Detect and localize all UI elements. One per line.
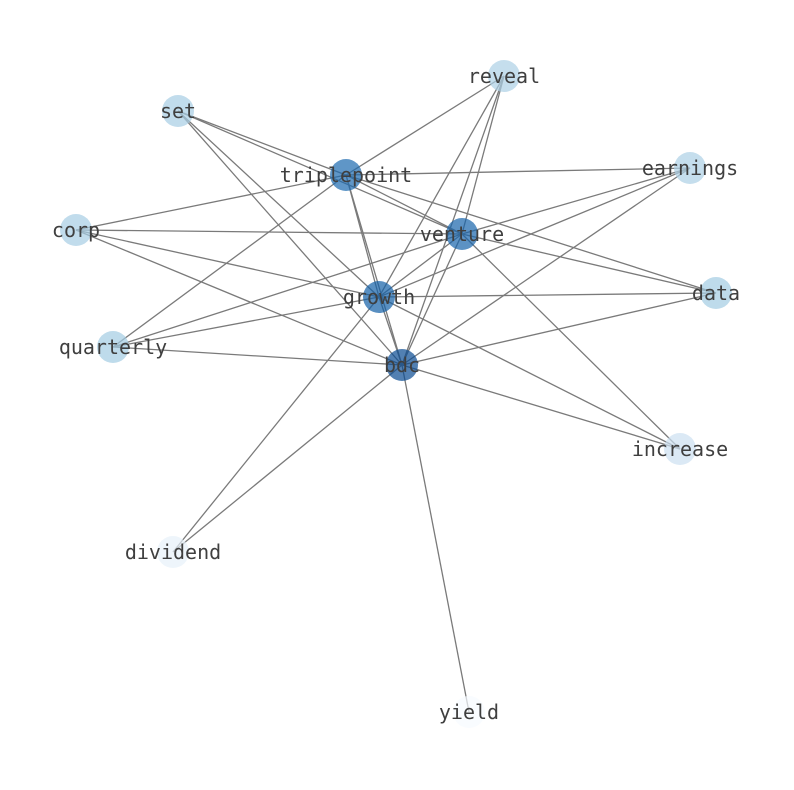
edge-earnings-venture — [461, 167, 691, 235]
node-increase — [664, 433, 696, 465]
node-label-bdc: bdc — [384, 353, 420, 377]
edge-bdc-increase — [401, 364, 681, 450]
nodes-layer — [60, 60, 732, 728]
node-growth — [363, 281, 395, 313]
edge-bdc-yield — [401, 364, 470, 713]
edge-earnings-bdc — [401, 167, 691, 366]
edge-set-growth — [177, 110, 380, 298]
node-data — [700, 277, 732, 309]
node-label-triplepoint: triplepoint — [280, 163, 412, 187]
edge-earnings-triplepoint — [345, 167, 691, 176]
edge-data-venture — [461, 233, 717, 294]
edge-quarterly-growth — [112, 296, 380, 348]
edge-quarterly-venture — [112, 233, 463, 348]
node-bdc — [386, 349, 418, 381]
node-yield — [453, 696, 485, 728]
edge-growth-dividend — [172, 296, 380, 553]
node-triplepoint — [330, 159, 362, 191]
edge-venture-growth — [378, 233, 463, 298]
node-label-reveal: reveal — [468, 64, 540, 88]
edge-data-growth — [378, 292, 717, 298]
edge-growth-increase — [378, 296, 681, 450]
node-dividend — [157, 536, 189, 568]
edge-triplepoint-venture — [345, 174, 463, 235]
edge-earnings-growth — [378, 167, 691, 298]
node-label-corp: corp — [52, 218, 100, 242]
edge-corp-bdc — [75, 229, 403, 366]
node-label-set: set — [160, 99, 196, 123]
edges-layer — [75, 75, 717, 713]
labels-layer: triplepoint venture growth bdc set reveal earn… — [52, 64, 740, 724]
node-reveal — [488, 60, 520, 92]
edge-set-bdc — [177, 110, 403, 366]
node-label-increase: increase — [632, 437, 728, 461]
edge-reveal-triplepoint — [345, 75, 505, 176]
edge-corp-triplepoint — [75, 174, 347, 231]
node-label-earnings: earnings — [642, 156, 738, 180]
edge-triplepoint-bdc — [345, 174, 403, 366]
edge-bdc-dividend — [172, 364, 403, 553]
edge-quarterly-triplepoint — [112, 174, 347, 348]
edge-reveal-growth — [378, 75, 505, 298]
edge-data-triplepoint — [345, 174, 717, 294]
edge-quarterly-bdc — [112, 346, 403, 366]
node-earnings — [674, 152, 706, 184]
node-label-quarterly: quarterly — [59, 335, 167, 359]
node-corp — [60, 214, 92, 246]
edge-venture-increase — [461, 233, 681, 450]
edge-reveal-venture — [461, 75, 505, 235]
node-label-data: data — [692, 281, 740, 305]
edge-set-venture — [177, 110, 463, 235]
edge-venture-bdc — [401, 233, 463, 366]
node-set — [162, 95, 194, 127]
edge-set-triplepoint — [177, 110, 347, 176]
node-label-venture: venture — [420, 222, 504, 246]
node-label-yield: yield — [439, 700, 499, 724]
node-label-dividend: dividend — [125, 540, 221, 564]
node-venture — [446, 218, 478, 250]
edge-corp-growth — [75, 229, 380, 298]
node-quarterly — [97, 331, 129, 363]
node-label-growth: growth — [343, 285, 415, 309]
